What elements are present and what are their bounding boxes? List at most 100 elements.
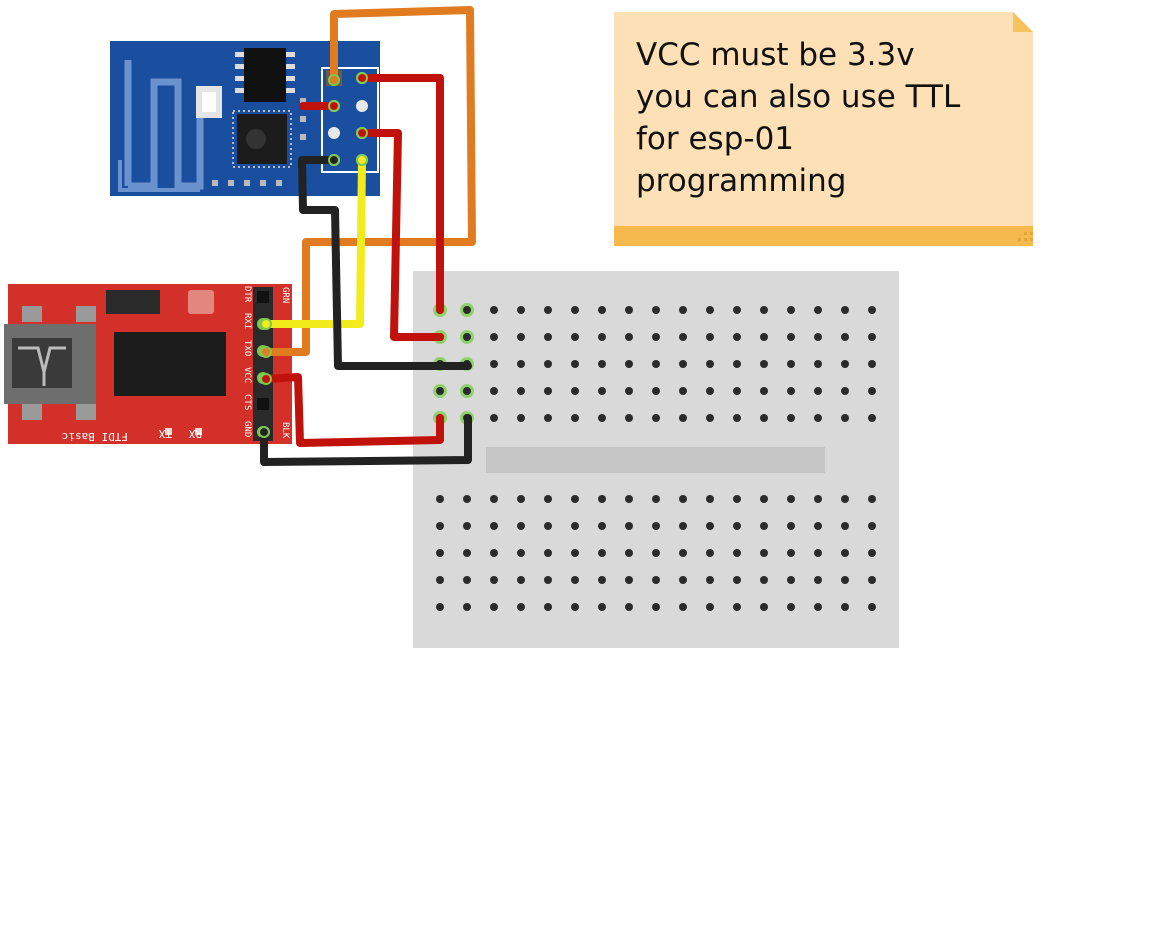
breadboard-hole: [625, 387, 633, 395]
breadboard-hole: [652, 495, 660, 503]
breadboard-hole: [490, 360, 498, 368]
breadboard-hole: [868, 576, 876, 584]
breadboard-hole: [679, 522, 687, 530]
breadboard-hole: [625, 360, 633, 368]
breadboard-hole: [463, 387, 471, 395]
breadboard-hole: [571, 333, 579, 341]
regulator-chip: [106, 290, 160, 314]
breadboard-hole: [787, 495, 795, 503]
rx-label: RX: [188, 427, 202, 440]
breadboard-hole: [814, 576, 822, 584]
breadboard-hole: [625, 333, 633, 341]
breadboard-hole: [841, 387, 849, 395]
breadboard-hole: [868, 549, 876, 557]
breadboard-hole: [733, 360, 741, 368]
breadboard-hole: [841, 360, 849, 368]
breadboard-hole: [598, 522, 606, 530]
breadboard-hole: [679, 549, 687, 557]
breadboard-hole: [490, 495, 498, 503]
breadboard-hole: [841, 576, 849, 584]
breadboard-hole: [598, 306, 606, 314]
breadboard-hole: [733, 576, 741, 584]
breadboard-hole: [652, 549, 660, 557]
breadboard-hole: [841, 414, 849, 422]
breadboard-hole: [814, 414, 822, 422]
breadboard-hole: [760, 576, 768, 584]
flash-chip: [244, 48, 286, 102]
breadboard-hole: [490, 387, 498, 395]
ftdi-pin-label-gnd: GND: [242, 421, 252, 437]
breadboard-hole: [490, 306, 498, 314]
breadboard-hole: [733, 306, 741, 314]
breadboard-hole: [544, 495, 552, 503]
breadboard-hole: [490, 603, 498, 611]
breadboard-hole: [598, 549, 606, 557]
breadboard-hole: [841, 333, 849, 341]
breadboard-hole: [787, 549, 795, 557]
wire-end-marker: [328, 154, 340, 166]
breadboard-hole: [760, 549, 768, 557]
breadboard-hole: [841, 549, 849, 557]
jumper-pad: [188, 290, 214, 314]
tx-label: TX: [158, 427, 172, 440]
ftdi-end-label-blk: BLK: [280, 422, 290, 439]
breadboard-hole: [787, 387, 795, 395]
breadboard-hole: [598, 495, 606, 503]
breadboard-hole: [841, 522, 849, 530]
breadboard-hole: [814, 360, 822, 368]
breadboard-hole: [787, 306, 795, 314]
wire-end-marker: [258, 426, 270, 438]
note-text: VCC must be 3.3v you can also use TTL fo…: [636, 37, 961, 199]
breadboard-hole: [625, 495, 633, 503]
breadboard-hole: [706, 387, 714, 395]
breadboard-hole: [706, 522, 714, 530]
wire-end-marker: [356, 72, 368, 84]
breadboard-hole: [733, 603, 741, 611]
breadboard-hole: [463, 549, 471, 557]
breadboard-hole: [841, 603, 849, 611]
breadboard-hole: [787, 603, 795, 611]
breadboard-hole: [679, 306, 687, 314]
breadboard-hole: [760, 387, 768, 395]
breadboard-hole: [760, 495, 768, 503]
wire-end-marker: [356, 154, 368, 166]
breadboard-hole: [814, 603, 822, 611]
breadboard-hole: [652, 603, 660, 611]
breadboard-hole: [544, 387, 552, 395]
breadboard-hole: [436, 603, 444, 611]
breadboard-hole: [490, 333, 498, 341]
antenna-trace: [124, 60, 204, 190]
breadboard-hole: [490, 522, 498, 530]
breadboard-hole: [625, 522, 633, 530]
wire-end-marker: [328, 74, 340, 86]
breadboard-hole: [814, 333, 822, 341]
breadboard-hole: [679, 495, 687, 503]
breadboard-hole: [868, 387, 876, 395]
sticky-note: [614, 12, 1033, 246]
wire-orange-tx: [262, 6, 476, 356]
ftdi-pin-label-txo: TXO: [242, 340, 252, 356]
breadboard-hole: [652, 360, 660, 368]
breadboard-hole: [706, 414, 714, 422]
breadboard-hole: [517, 414, 525, 422]
wire-red-vcc: [358, 74, 444, 314]
breadboard-hole: [517, 360, 525, 368]
breadboard: [413, 271, 899, 648]
breadboard-hole: [652, 387, 660, 395]
wire-end-marker: [260, 346, 272, 358]
breadboard-hole: [571, 549, 579, 557]
wire-black-ftdi-gnd: [260, 414, 472, 466]
breadboard-hole: [463, 603, 471, 611]
breadboard-hole: [544, 549, 552, 557]
breadboard-hole: [787, 576, 795, 584]
breadboard-hole: [436, 576, 444, 584]
breadboard-hole: [517, 333, 525, 341]
board-name-label: FTDI Basic: [62, 430, 128, 443]
breadboard-hole: [571, 306, 579, 314]
breadboard-hole: [868, 522, 876, 530]
esp-header-outline: [321, 67, 379, 173]
breadboard-hole: [706, 306, 714, 314]
breadboard-hole: [706, 333, 714, 341]
breadboard-hole: [544, 333, 552, 341]
wires: [260, 6, 476, 466]
